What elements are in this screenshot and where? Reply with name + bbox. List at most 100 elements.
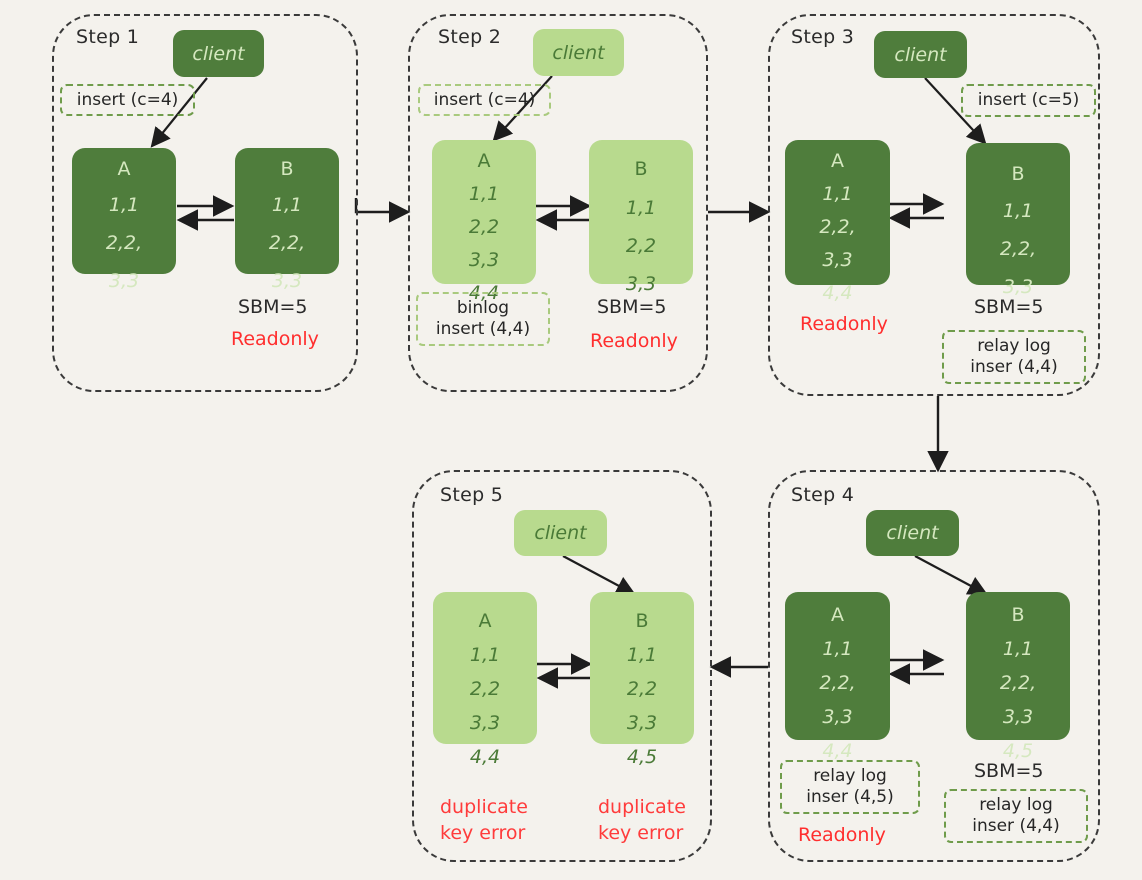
node-row: 3,3 <box>468 249 500 271</box>
relaylog-line2: inser (4,4) <box>970 357 1058 377</box>
duplicate-error-line2: key error <box>440 821 526 844</box>
duplicate-error-a-step5: duplicate key error <box>440 795 528 846</box>
db-node-a-step3[interactable]: A 1,1 2,2, 3,3 4,4 <box>785 140 890 303</box>
node-row: 2,2 <box>625 235 657 257</box>
node-row: 2,2, <box>105 232 143 254</box>
node-label: B <box>1011 163 1025 185</box>
node-row: 2,2, <box>819 216 856 238</box>
node-label: A <box>831 604 844 626</box>
node-row: 1,1 <box>108 194 140 216</box>
node-row: 3,3 <box>822 706 853 728</box>
step-title-step3: Step 3 <box>791 26 855 48</box>
db-node-b-step3[interactable]: B 1,1 2,2, 3,3 <box>966 143 1070 297</box>
relaylog-line1: relay log <box>813 766 887 787</box>
step-title-step5: Step 5 <box>440 484 504 506</box>
node-row: 3,3 <box>626 712 658 734</box>
node-row: 1,1 <box>625 197 657 219</box>
step-panel-step2[interactable] <box>408 14 708 392</box>
node-row: 3,3 <box>1002 276 1034 298</box>
step-panel-step4[interactable] <box>768 470 1100 862</box>
step-title-step1: Step 1 <box>76 26 140 48</box>
node-label: B <box>280 158 294 180</box>
node-label: A <box>831 150 844 172</box>
db-node-b-step1[interactable]: B 1,1 2,2, 3,3 <box>235 148 339 291</box>
step-panel-step5[interactable] <box>412 470 712 862</box>
binlog-line2: insert (4,4) <box>435 319 531 339</box>
node-label: A <box>117 158 131 180</box>
relaylog-label-a-step4: relay log inser (4,5) <box>780 760 920 814</box>
client-box-step3[interactable]: client <box>874 31 967 78</box>
node-row: 2,2 <box>468 216 500 238</box>
node-row: 4,5 <box>1002 740 1034 762</box>
node-row: 1,1 <box>469 644 501 666</box>
sbm-note-step2: SBM=5 <box>597 296 667 318</box>
readonly-note-step1: Readonly <box>231 328 319 350</box>
client-box-step5[interactable]: client <box>514 510 607 556</box>
db-node-b-step4[interactable]: B 1,1 2,2, 3,3 4,5 <box>966 592 1070 761</box>
db-node-a-step5[interactable]: A 1,1 2,2 3,3 4,4 <box>433 592 537 767</box>
binlog-line1: binlog <box>456 298 510 319</box>
node-label: A <box>478 610 492 632</box>
binlog-label-step2: binlog insert (4,4) <box>416 292 550 346</box>
connector-step1-step2 <box>354 198 411 223</box>
node-row: 1,1 <box>822 183 853 205</box>
client-box-step2[interactable]: client <box>533 29 624 76</box>
insert-label-text: insert (c=5) <box>977 90 1080 111</box>
readonly-note-step4: Readonly <box>798 824 886 846</box>
node-label: B <box>635 610 649 632</box>
node-row: 1,1 <box>1002 638 1034 660</box>
node-label: A <box>477 150 491 172</box>
db-node-a-step4[interactable]: A 1,1 2,2, 3,3 4,4 <box>785 592 890 761</box>
node-row: 2,2, <box>999 238 1037 260</box>
insert-label-step3: insert (c=5) <box>961 84 1096 117</box>
client-box-step4[interactable]: client <box>866 510 959 556</box>
db-node-b-step2[interactable]: B 1,1 2,2 3,3 <box>589 140 693 294</box>
insert-label-step1: insert (c=4) <box>60 84 195 116</box>
relaylog-label-b-step3: relay log inser (4,4) <box>942 330 1086 384</box>
node-row: 3,3 <box>271 270 303 292</box>
readonly-note-step3: Readonly <box>800 313 888 335</box>
relaylog-line2: inser (4,4) <box>972 816 1060 836</box>
step-panel-step1[interactable] <box>52 14 358 392</box>
node-label: B <box>634 158 648 180</box>
node-row: 3,3 <box>822 249 853 271</box>
node-row: 1,1 <box>1002 200 1034 222</box>
node-row: 3,3 <box>108 270 140 292</box>
db-node-b-step5[interactable]: B 1,1 2,2 3,3 4,5 <box>590 592 694 767</box>
node-row: 4,4 <box>469 746 501 768</box>
node-row: 1,1 <box>822 638 853 660</box>
step-title-step2: Step 2 <box>438 26 502 48</box>
duplicate-error-line2: key error <box>598 821 684 844</box>
node-row: 4,5 <box>626 746 658 768</box>
db-node-a-step1[interactable]: A 1,1 2,2, 3,3 <box>72 148 176 291</box>
node-row: 1,1 <box>468 183 500 205</box>
db-node-a-step2[interactable]: A 1,1 2,2 3,3 4,4 <box>432 140 536 303</box>
sbm-note-step4: SBM=5 <box>974 760 1044 782</box>
node-row: 4,4 <box>822 740 853 762</box>
insert-label-text: insert (c=4) <box>433 89 536 110</box>
duplicate-error-b-step5: duplicate key error <box>598 795 686 846</box>
relaylog-line2: inser (4,5) <box>806 787 894 807</box>
step-title-step4: Step 4 <box>791 484 855 506</box>
duplicate-error-line1: duplicate <box>598 796 686 818</box>
node-row: 2,2 <box>469 678 501 700</box>
node-row: 3,3 <box>469 712 501 734</box>
step-panel-step3[interactable] <box>768 14 1100 396</box>
readonly-note-step2: Readonly <box>590 330 678 352</box>
relaylog-line1: relay log <box>979 795 1053 816</box>
node-row: 4,4 <box>822 282 853 304</box>
sbm-note-step1: SBM=5 <box>238 296 308 318</box>
insert-label-step2: insert (c=4) <box>418 84 551 116</box>
duplicate-error-line1: duplicate <box>440 796 528 818</box>
node-row: 2,2, <box>268 232 306 254</box>
sbm-note-step3: SBM=5 <box>974 296 1044 318</box>
insert-label-text: insert (c=4) <box>76 89 179 110</box>
client-box-step1[interactable]: client <box>173 30 264 77</box>
node-row: 2,2, <box>999 672 1037 694</box>
node-row: 2,2 <box>626 678 658 700</box>
relaylog-line1: relay log <box>977 336 1051 357</box>
node-row: 1,1 <box>271 194 303 216</box>
node-row: 1,1 <box>626 644 658 666</box>
relaylog-label-b-step4: relay log inser (4,4) <box>944 789 1088 843</box>
